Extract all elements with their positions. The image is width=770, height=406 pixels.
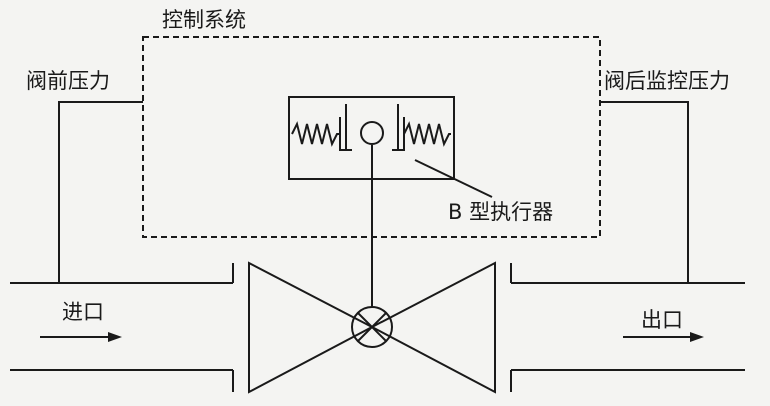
upstream-pressure-label: 阀前压力 <box>26 69 110 93</box>
actuator-right-spring <box>403 121 451 147</box>
upstream-pressure-line <box>58 101 143 283</box>
valve-body-left <box>248 261 375 394</box>
valve-disc-cross-b <box>357 312 387 342</box>
outlet-flow-arrow-head <box>690 332 704 342</box>
actuator-ball <box>360 121 384 145</box>
actuator-left-spring <box>291 121 340 147</box>
downstream-pressure-label: 阀后监控压力 <box>604 69 730 93</box>
outlet-label: 出口 <box>641 308 683 332</box>
actuator-label: B 型执行器 <box>448 200 554 224</box>
valve-body-right <box>369 261 496 394</box>
downstream-pressure-line <box>600 101 689 283</box>
control-system-label: 控制系统 <box>162 8 246 32</box>
inlet-flow-arrow-head <box>108 332 122 342</box>
actuator-housing <box>288 96 455 180</box>
actuator-left-bracket <box>339 117 352 151</box>
actuator-leader-line <box>414 159 493 198</box>
actuator-right-bracket <box>392 117 405 151</box>
inlet-label: 进口 <box>62 300 104 324</box>
